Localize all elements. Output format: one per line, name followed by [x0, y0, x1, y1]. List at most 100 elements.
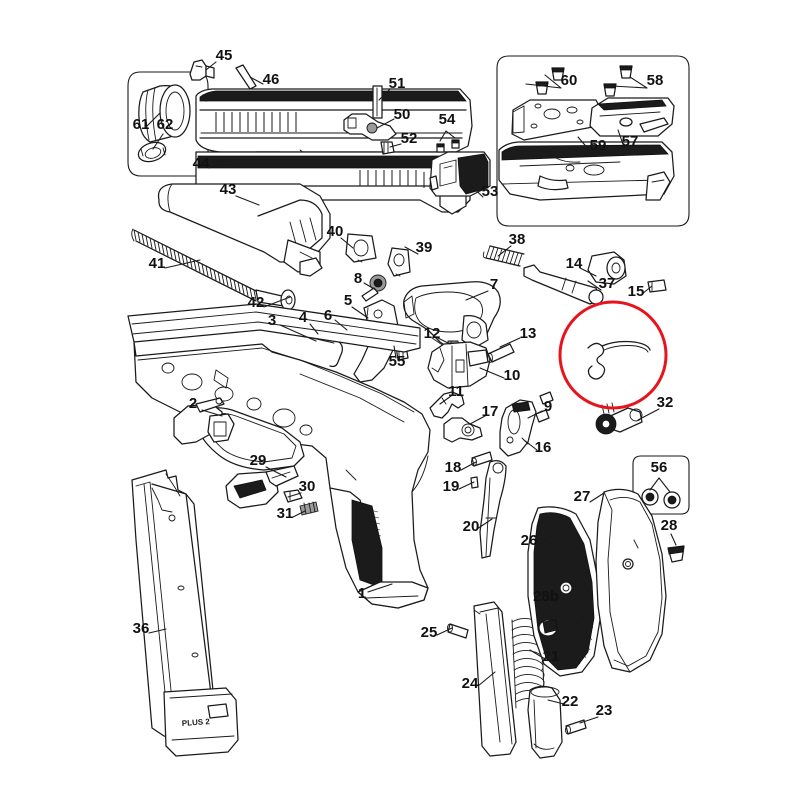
- callout-56: 56: [651, 459, 668, 476]
- callout-42: 42: [248, 294, 265, 311]
- callout-51: 51: [389, 75, 406, 92]
- grip-26-lines: [534, 521, 594, 669]
- part-14-firing-pin-block: [587, 251, 627, 285]
- callout-12: 12: [424, 325, 441, 342]
- part-53-rear-sight: [429, 151, 491, 197]
- part-13-pin: [487, 343, 515, 363]
- part-27-grip-panel-left: [595, 488, 667, 673]
- part-61-barrel-bushing: [138, 84, 191, 143]
- callout-18: 18: [445, 459, 462, 476]
- callout-22: 22: [562, 693, 579, 710]
- part-42-recoil-guide: [255, 289, 296, 311]
- callout-57: 57: [622, 133, 639, 150]
- callout-7: 7: [490, 276, 498, 293]
- part-50-extractor: [343, 113, 397, 141]
- part-46-roll-pin: [235, 64, 257, 90]
- callout-26: 26: [521, 532, 538, 549]
- callout-44: 44: [193, 155, 210, 172]
- part-40-plate: [345, 233, 377, 263]
- callout-8: 8: [354, 270, 362, 287]
- callout-32: 32: [657, 394, 674, 411]
- part-17-trigger-bar-spring: [443, 417, 483, 443]
- leader-lines: [146, 61, 677, 724]
- callout-11: 11: [448, 383, 464, 400]
- callout-2: 2: [189, 395, 197, 412]
- part-43-barrel: [157, 183, 331, 277]
- callout-55: 55: [389, 353, 406, 370]
- callout-31: 31: [277, 505, 294, 522]
- part-28-grip-screw-upper: [667, 545, 685, 563]
- slide-serrations: [215, 112, 297, 132]
- inset-slide-graphic: [498, 141, 675, 201]
- part-44-slide: [195, 88, 473, 167]
- callout-39: 39: [416, 239, 433, 256]
- callout-60: 60: [561, 72, 578, 89]
- callout-9: 9: [544, 398, 552, 415]
- callout-5: 5: [344, 292, 352, 309]
- callout-25: 25: [421, 624, 438, 641]
- callout-58: 58: [647, 72, 664, 89]
- callout-15: 15: [628, 283, 645, 300]
- callout-28: 28: [661, 517, 678, 534]
- callout-62: 62: [157, 116, 174, 133]
- part-45-front-sight: [189, 59, 215, 81]
- callout-54: 54: [439, 111, 456, 128]
- part-2-slide-stop: [173, 397, 235, 445]
- callout-19: 19: [443, 478, 460, 495]
- part-58-cover-screws: [603, 65, 633, 97]
- callout-59: 59: [590, 137, 607, 154]
- part-20-mainspring-strut: [479, 460, 507, 559]
- callout-46: 46: [263, 71, 280, 88]
- part-38-firing-pin-spring: [482, 245, 525, 267]
- callout-23: 23: [596, 702, 613, 719]
- part-37-firing-pin: [523, 264, 604, 305]
- part-15-extractor: [647, 279, 667, 293]
- callout-4: 4: [299, 309, 308, 326]
- inset-optic-box: [496, 55, 690, 227]
- part-39-plate: [387, 247, 411, 277]
- callout-24: 24: [462, 675, 479, 692]
- inset-56-box: [632, 455, 690, 515]
- callout-45: 45: [216, 47, 233, 64]
- part-62-washer: [137, 141, 167, 163]
- part-51-firing-pin-retainer: [372, 85, 383, 119]
- callout-61: 61: [133, 116, 150, 133]
- callout-6: 6: [324, 307, 332, 324]
- callout-3: 3: [268, 312, 276, 329]
- part-24-backstrap: [473, 601, 517, 757]
- callout-40: 40: [327, 223, 344, 240]
- callout-30: 30: [299, 478, 316, 495]
- callout-43: 43: [220, 181, 237, 198]
- part-23-pin: [565, 719, 587, 735]
- callout-50: 50: [394, 106, 411, 123]
- mag-base-text: PLUS 2: [182, 717, 211, 728]
- part-8-roll-pin: [361, 274, 387, 302]
- part-32-mag-catch-button: [595, 402, 643, 435]
- callout-53: 53: [482, 183, 499, 200]
- callout-27: 27: [574, 488, 591, 505]
- part-56-washers: [641, 477, 681, 509]
- part-9-pins: [535, 391, 554, 423]
- callout-14: 14: [566, 255, 583, 272]
- callout-41: 41: [149, 255, 166, 272]
- callout-16: 16: [535, 439, 552, 456]
- callout-36: 36: [133, 620, 150, 637]
- callout-29: 29: [250, 452, 267, 469]
- callout-20: 20: [463, 518, 480, 535]
- callout-17: 17: [482, 403, 499, 420]
- part-22-magazine-catch: [527, 685, 563, 759]
- part-29-magazine-release: [225, 465, 299, 509]
- part-41-recoil-spring: [131, 228, 257, 302]
- part-10-disconnector-housing: [427, 341, 491, 389]
- callout-labels: 1 2 3 4 5 6 7 8 9 10 11 12 13 14 15 16 1…: [133, 47, 678, 719]
- callout-28b: 28b: [533, 588, 559, 605]
- callout-1: 1: [358, 585, 366, 602]
- callout-38: 38: [509, 231, 526, 248]
- callout-13: 13: [520, 325, 537, 342]
- part-54-screws: [436, 139, 460, 153]
- part-7-hammer: [403, 281, 501, 351]
- part-52-extractor-pin: [380, 141, 395, 155]
- red-circle-highlight: [558, 300, 668, 410]
